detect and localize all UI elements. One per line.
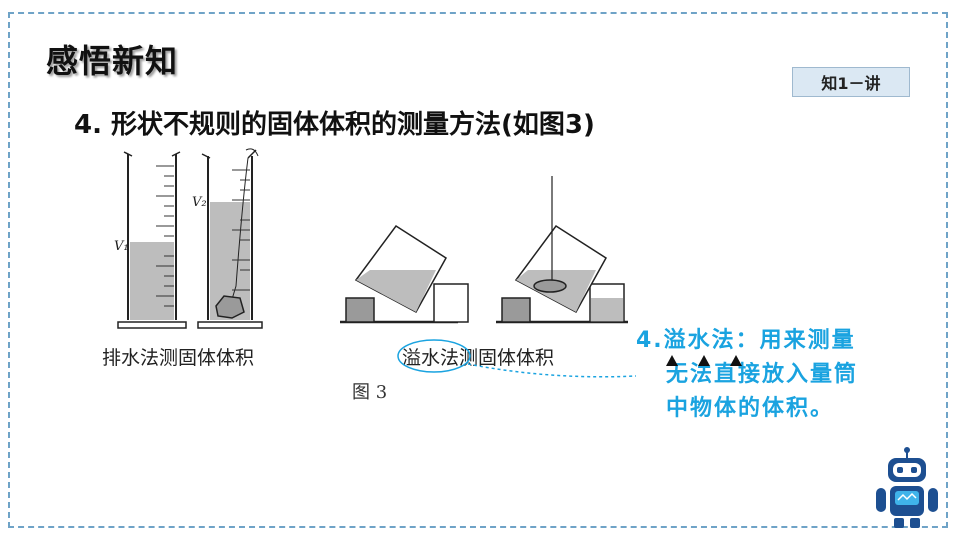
slide-title: 感悟新知 xyxy=(46,42,179,80)
measurement-illustration: V₁ V₂ xyxy=(114,148,628,329)
slide-frame xyxy=(8,12,948,528)
section-heading: 4. 形状不规则的固体体积的测量方法(如图3) xyxy=(74,110,595,140)
caption-overflow: 溢水法测固体体积 xyxy=(402,343,554,370)
overflow-setup-2 xyxy=(496,176,628,324)
circled-term: 溢水法 xyxy=(402,347,460,369)
figure-number: 图 3 xyxy=(352,382,388,403)
graduated-cylinder-1 xyxy=(117,151,187,329)
volume-label-v1: V₁ xyxy=(114,239,129,254)
robot-icon xyxy=(876,447,938,528)
lecture-badge: 知1－讲 xyxy=(792,67,910,97)
caption-overflow-rest: 测固体体积 xyxy=(459,347,555,369)
volume-label-v2: V₂ xyxy=(192,195,207,210)
note-line-2: 无法直接放入量筒 xyxy=(666,362,859,387)
graduated-cylinder-2 xyxy=(197,148,263,329)
overflow-setup-1 xyxy=(340,224,469,324)
caption-displacement: 排水法测固体体积 xyxy=(102,347,255,369)
note-line-3: 中物体的体积。 xyxy=(666,396,835,421)
annotation-note: 4.溢水法：用来测量 无法直接放入量筒 中物体的体积。 xyxy=(636,324,916,426)
note-line-1: 4.溢水法：用来测量 xyxy=(636,328,856,353)
